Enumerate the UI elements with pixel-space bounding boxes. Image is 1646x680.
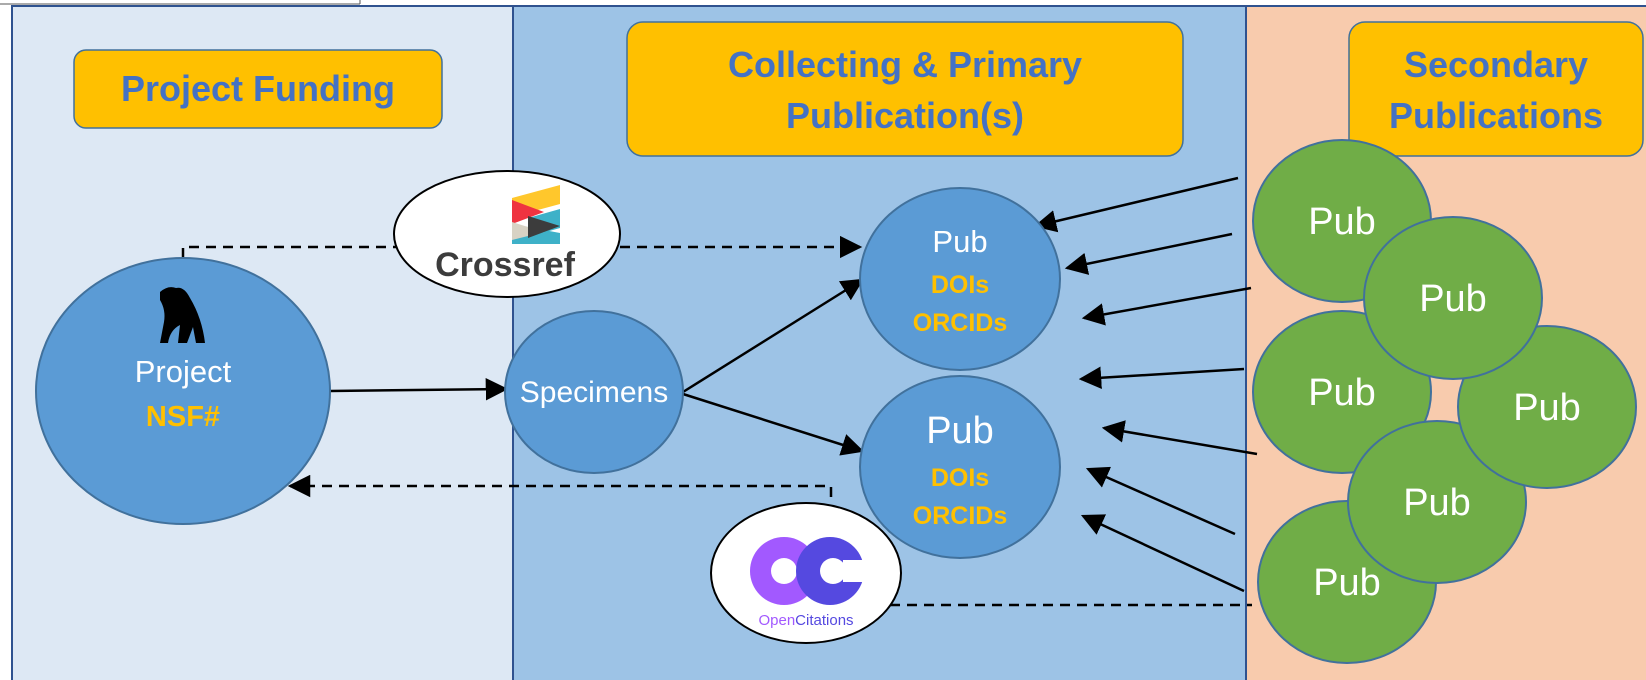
- citation-dashed-arrow: [287, 474, 833, 498]
- primary-pub-orcid-1: ORCIDs: [913, 309, 1007, 337]
- secondary-title-line2: Publications: [1389, 95, 1603, 136]
- secondary-pub-label-3: Pub: [1308, 372, 1376, 414]
- project-to-specimens-arrow: [329, 377, 509, 401]
- opencitations-label: OpenCitations: [758, 612, 853, 629]
- secondary-pub-label-1: Pub: [1308, 201, 1376, 243]
- opencitations-logo: [750, 537, 867, 605]
- project-node: [35, 257, 331, 525]
- project-id-label: NSF#: [146, 401, 220, 433]
- primary-pub-label-2: Pub: [926, 410, 994, 452]
- project-label: Project: [135, 354, 232, 389]
- funding-title-box: [73, 49, 443, 129]
- crossref-label: Crossref: [435, 246, 576, 284]
- secondary-pub-label-5: Pub: [1403, 482, 1471, 524]
- crossref-dashed-link-left: [181, 245, 396, 258]
- citation-arrow: [1033, 176, 1239, 233]
- specimens-node: [504, 310, 684, 474]
- secondary-pub-label-6: Pub: [1313, 562, 1381, 604]
- citation-arrow: [1085, 466, 1236, 536]
- citation-arrow: [1064, 232, 1233, 275]
- polar-bear-icon: [160, 287, 205, 343]
- citation-arrow: [1078, 366, 1245, 389]
- secondary-pub-label-4: Pub: [1513, 387, 1581, 429]
- primary-pub-orcid-2: ORCIDs: [913, 502, 1007, 530]
- crossref-logo: [512, 185, 560, 244]
- primary-pub-doi-1: DOIs: [931, 271, 989, 299]
- primary-pub-label-1: Pub: [932, 224, 987, 259]
- citation-arrow: [1080, 514, 1245, 593]
- funding-title: Project Funding: [121, 68, 395, 109]
- collecting-title-line1: Collecting & Primary: [728, 44, 1082, 85]
- collecting-title-line2: Publication(s): [786, 95, 1024, 136]
- secondary-title-box: [1348, 21, 1644, 157]
- citation-arrow: [1081, 286, 1252, 326]
- crossref-node: [393, 170, 621, 298]
- specimens-to-pub1-arrow: [682, 278, 864, 394]
- citation-arrow: [1101, 420, 1258, 456]
- primary-pub-node-2: [859, 375, 1061, 559]
- specimens-label: Specimens: [520, 376, 668, 409]
- secondary-pub-node-2: [1363, 216, 1543, 380]
- specimens-to-pub2-arrow: [682, 392, 865, 456]
- primary-pub-doi-2: DOIs: [931, 464, 989, 492]
- collecting-title-box: [626, 21, 1184, 157]
- secondary-pub-label-2: Pub: [1419, 278, 1487, 320]
- primary-pub-node-1: [859, 187, 1061, 371]
- secondary-title-line1: Secondary: [1404, 44, 1588, 85]
